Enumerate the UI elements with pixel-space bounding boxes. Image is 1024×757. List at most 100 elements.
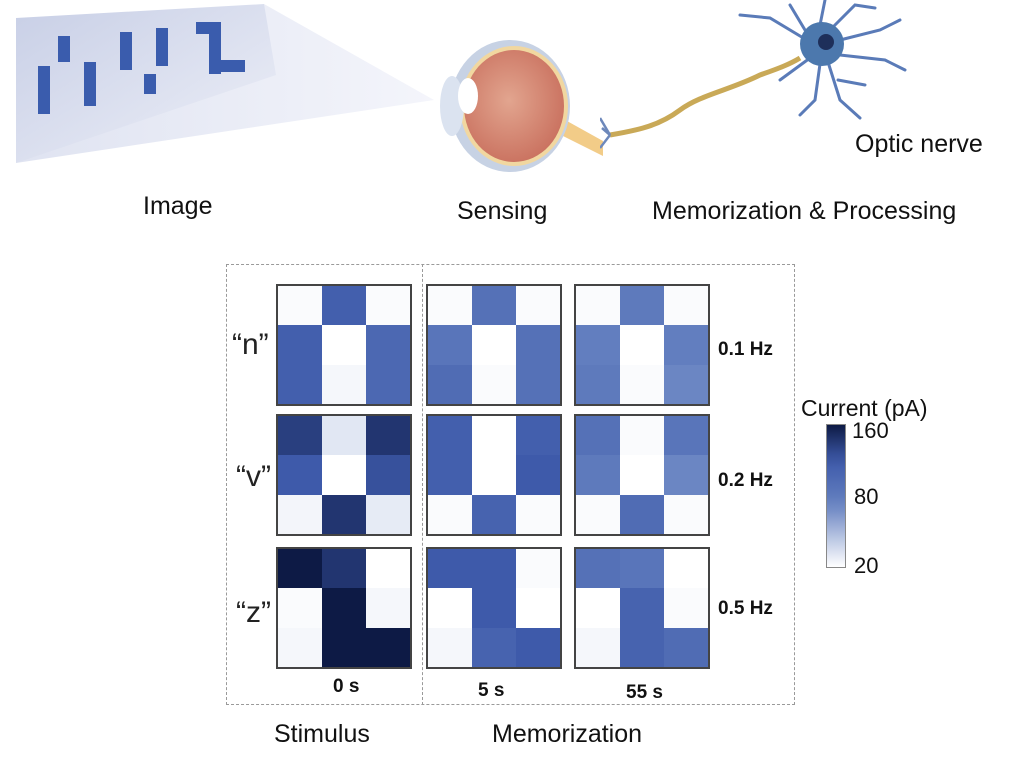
heatmap-cell <box>516 627 560 667</box>
time-label-5s: 5 s <box>478 680 505 701</box>
heatmap-cell <box>278 588 322 628</box>
heatmap-cell <box>516 455 560 495</box>
heatmap-cell <box>278 549 322 589</box>
heatmap-grid-0-2 <box>574 284 710 406</box>
heatmap-cell <box>516 416 560 456</box>
heatmap-cell <box>664 494 708 534</box>
heatmap-cell <box>322 325 366 365</box>
heatmap-cell <box>576 416 620 456</box>
heatmap-cell <box>322 627 366 667</box>
heatmap-cell <box>472 494 516 534</box>
heatmap-cell <box>322 416 366 456</box>
heatmap-frame <box>226 264 795 705</box>
heatmap-cell <box>516 588 560 628</box>
heatmap-cell <box>664 416 708 456</box>
stimulus-label: Stimulus <box>274 720 370 748</box>
time-label-55s: 55 s <box>626 682 663 703</box>
heatmap-cell <box>278 627 322 667</box>
heatmap-cell <box>322 286 366 326</box>
stimulus-memorization-divider <box>422 264 423 705</box>
heatmap-cell <box>278 455 322 495</box>
colorbar <box>826 424 846 568</box>
heatmap-cell <box>366 494 410 534</box>
heatmap-cell <box>516 364 560 404</box>
heatmap-grid-1-2 <box>574 414 710 536</box>
heatmap-cell <box>576 627 620 667</box>
memorization-processing-label: Memorization & Processing <box>652 197 957 225</box>
heatmap-cell <box>664 549 708 589</box>
heatmap-cell <box>366 416 410 456</box>
heatmap-cell <box>620 325 664 365</box>
row-label-z: “z” <box>236 596 271 629</box>
heatmap-cell <box>472 325 516 365</box>
heatmap-cell <box>576 549 620 589</box>
row-label-v: “v” <box>236 460 271 493</box>
colorbar-title: Current (pA) <box>801 395 928 421</box>
heatmap-cell <box>322 588 366 628</box>
heatmap-cell <box>664 455 708 495</box>
letter-v-bars <box>120 28 168 94</box>
heatmap-cell <box>576 588 620 628</box>
heatmap-cell <box>576 455 620 495</box>
heatmap-cell <box>278 364 322 404</box>
heatmap-cell <box>664 588 708 628</box>
eye-icon <box>438 36 608 176</box>
frequency-label-0.1hz: 0.1 Hz <box>718 339 773 360</box>
heatmap-grid-1-1 <box>426 414 562 536</box>
heatmap-grid-2-0 <box>276 547 412 669</box>
heatmap-cell <box>472 416 516 456</box>
heatmap-grid-0-1 <box>426 284 562 406</box>
heatmap-cell <box>366 364 410 404</box>
row-label-n: “n” <box>232 328 269 361</box>
heatmap-cell <box>366 286 410 326</box>
frequency-label-0.2hz: 0.2 Hz <box>718 470 773 491</box>
image-label: Image <box>143 192 213 220</box>
letter-z-bars <box>196 22 245 74</box>
heatmap-cell <box>516 494 560 534</box>
heatmap-cell <box>428 286 472 326</box>
heatmap-cell <box>516 549 560 589</box>
image-panel <box>14 0 434 170</box>
heatmap-cell <box>278 325 322 365</box>
heatmap-cell <box>516 286 560 326</box>
frequency-label-0.5hz: 0.5 Hz <box>718 598 773 619</box>
heatmap-cell <box>620 549 664 589</box>
heatmap-cell <box>366 627 410 667</box>
heatmap-cell <box>472 549 516 589</box>
heatmap-cell <box>428 455 472 495</box>
heatmap-cell <box>516 325 560 365</box>
heatmap-cell <box>472 588 516 628</box>
heatmap-cell <box>428 588 472 628</box>
heatmap-cell <box>472 627 516 667</box>
heatmap-cell <box>664 364 708 404</box>
heatmap-cell <box>322 494 366 534</box>
heatmap-cell <box>366 549 410 589</box>
heatmap-grid-2-1 <box>426 547 562 669</box>
heatmap-cell <box>472 455 516 495</box>
heatmap-cell <box>620 455 664 495</box>
heatmap-grid-1-0 <box>276 414 412 536</box>
heatmap-cell <box>620 416 664 456</box>
heatmap-cell <box>428 416 472 456</box>
heatmap-cell <box>576 494 620 534</box>
heatmap-cell <box>428 627 472 667</box>
heatmap-cell <box>322 364 366 404</box>
heatmap-cell <box>366 455 410 495</box>
heatmap-cell <box>428 494 472 534</box>
heatmap-cell <box>428 549 472 589</box>
heatmap-cell <box>620 286 664 326</box>
heatmap-cell <box>366 588 410 628</box>
heatmap-cell <box>664 325 708 365</box>
heatmap-grid-2-2 <box>574 547 710 669</box>
heatmap-cell <box>278 286 322 326</box>
memorization-label: Memorization <box>492 720 643 748</box>
optic-nerve-label: Optic nerve <box>855 130 983 158</box>
heatmap-cell <box>428 325 472 365</box>
heatmap-cell <box>620 588 664 628</box>
heatmap-cell <box>472 364 516 404</box>
letter-n-bars <box>38 36 96 114</box>
heatmap-cell <box>322 455 366 495</box>
heatmap-cell <box>472 286 516 326</box>
sensing-label: Sensing <box>457 197 548 225</box>
heatmap-cell <box>278 416 322 456</box>
